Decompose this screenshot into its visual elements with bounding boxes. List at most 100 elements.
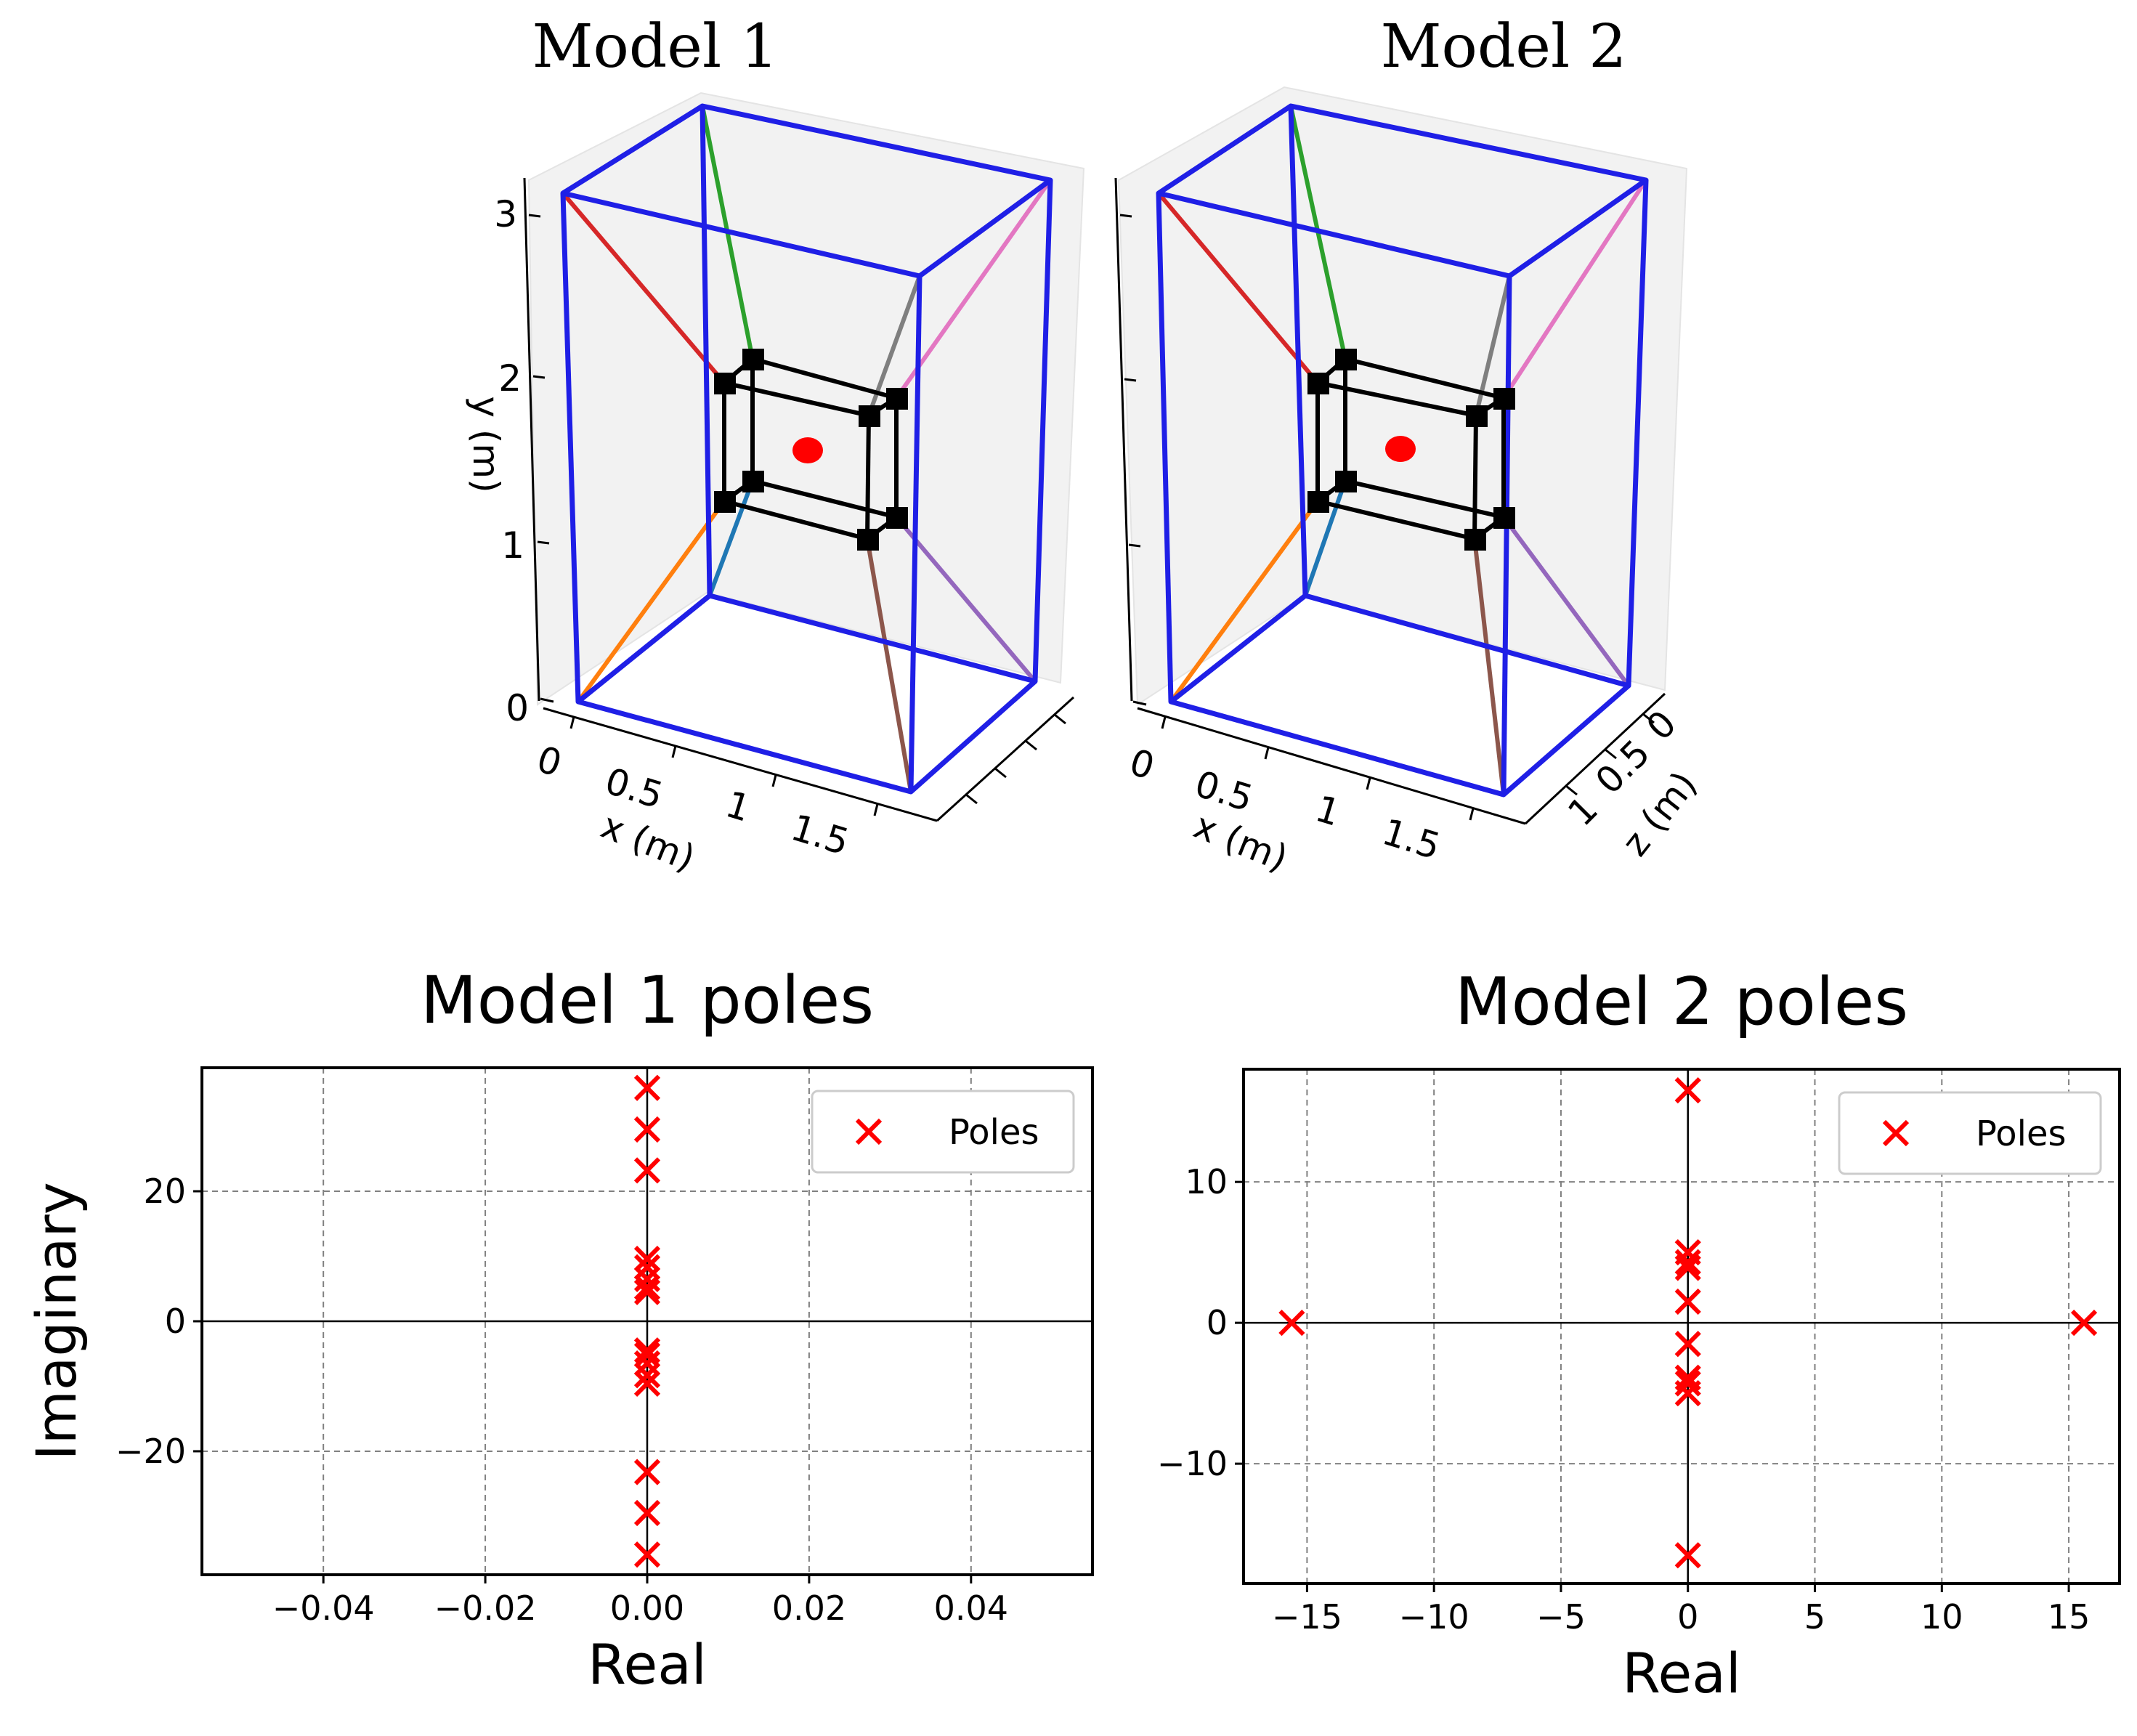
model1-pole-marker — [633, 1342, 661, 1368]
model1-z-axis-line — [936, 696, 1075, 822]
model1-plot-frame — [200, 1066, 1094, 1576]
model2-pole-marker — [1674, 1076, 1701, 1104]
model1-x-tick-label: 0.04 — [934, 1589, 1008, 1628]
model2-x-tick-label: 10 — [1921, 1597, 1963, 1636]
model2-x-axis-line — [1137, 707, 1526, 825]
model2-back-pane — [1117, 86, 1688, 706]
model1-pole-marker — [633, 1541, 661, 1568]
model2-pole-marker-stroke — [1674, 1288, 1701, 1315]
model1-y-tick-label: 0 — [506, 687, 529, 729]
model2-center-point — [1385, 436, 1416, 462]
model2-y-tick-label: 10 — [1185, 1162, 1228, 1201]
model1-x-axis-line — [543, 707, 938, 822]
model1-inner-box-nodes — [714, 349, 908, 551]
model2-pole-marker — [1674, 1249, 1701, 1275]
model2-pole-marker — [1674, 1370, 1701, 1397]
model1-pole-marker — [633, 1362, 661, 1389]
model2-pole-marker — [1674, 1331, 1701, 1358]
model1-x-axis-label: Real — [588, 1632, 707, 1697]
model2-3d-plot: 0 0.5 1 1.5 x (m) 0 0.5 1 z (m) — [1114, 12, 1705, 880]
model2-pole-marker — [1278, 1310, 1305, 1337]
model1-pole-marker-stroke — [633, 1370, 661, 1398]
model2-poles-title: Model 2 poles — [1455, 964, 1908, 1040]
model2-inner-box — [1315, 357, 1506, 541]
model1-back-pane — [527, 92, 1085, 706]
model2-pole-marker-stroke — [1674, 1076, 1701, 1104]
model2-y-ticks — [1119, 214, 1147, 706]
model2-y-axis-line — [1114, 177, 1133, 702]
model1-pole-marker — [633, 1116, 661, 1143]
model1-pole-marker — [633, 1499, 661, 1527]
model1-y-tick-label: −20 — [115, 1432, 186, 1471]
model2-z-axis-line — [1524, 692, 1666, 825]
model1-title: Model 1 — [532, 12, 779, 81]
model2-z-tick-label: 0 — [1638, 702, 1684, 749]
model1-x-tick-label: −0.04 — [272, 1589, 375, 1628]
model2-pole-marker-stroke — [1674, 1542, 1701, 1569]
model2-x-tick-label: −5 — [1536, 1597, 1586, 1636]
model1-pole-marker — [633, 1074, 661, 1101]
model1-legend-marker — [855, 1118, 883, 1145]
model1-x-tick-label: 1.5 — [786, 806, 853, 864]
model1-pole-marker-stroke — [633, 1459, 661, 1485]
model1-x-tick-label: 0 — [532, 738, 566, 785]
model1-pole-marker-stroke — [633, 1337, 661, 1364]
model1-pole-marker-stroke — [633, 1074, 661, 1101]
model1-y-axis-label: Imaginary — [24, 1182, 89, 1460]
model2-legend-box — [1838, 1091, 2102, 1175]
model1-pole-marker — [633, 1370, 661, 1398]
model2-legend-label: Poles — [1976, 1114, 2066, 1154]
model1-legend-box — [811, 1090, 1075, 1174]
model1-y-ticks — [528, 214, 554, 703]
model1-pole-marker — [633, 1459, 661, 1485]
model1-y-tick-label: 3 — [494, 193, 517, 235]
model1-x-tick-label: 1 — [721, 783, 755, 830]
model1-x-ticks — [569, 716, 879, 816]
model1-pole-marker — [633, 1337, 661, 1364]
model2-cables — [1156, 105, 1648, 795]
model2-x-axis-label: Real — [1622, 1641, 1741, 1705]
model1-pole-marker — [633, 1245, 661, 1273]
model1-pole-marker — [633, 1254, 661, 1281]
model2-x-tick-label: 0 — [1677, 1597, 1698, 1636]
model1-y-tick-label: 2 — [498, 357, 522, 399]
model1-x-axis-label: x (m) — [596, 804, 701, 880]
model2-z-ticks — [1565, 713, 1655, 796]
model1-pole-marker — [633, 1274, 661, 1301]
model2-pole-marker-stroke — [1674, 1380, 1701, 1407]
model2-x-tick-label: 5 — [1804, 1597, 1825, 1636]
model2-pole-marker — [2070, 1310, 2098, 1337]
model1-pole-marker-stroke — [633, 1541, 661, 1568]
model1-z-ticks — [965, 713, 1066, 805]
model2-pole-marker-stroke — [1674, 1331, 1701, 1358]
model2-x-ticks — [1161, 716, 1475, 821]
model1-poles-title: Model 1 poles — [421, 962, 874, 1039]
model2-plot-frame — [1242, 1068, 2121, 1585]
model2-title: Model 2 — [1381, 12, 1627, 81]
model2-x-tick-label: 1 — [1310, 787, 1345, 835]
model1-y-tick-label: 20 — [143, 1172, 186, 1211]
model2-inner-box-nodes — [1307, 349, 1515, 551]
model2-pole-marker-stroke — [1674, 1370, 1701, 1397]
model1-y-axis-line — [523, 177, 540, 702]
model2-pole-marker-stroke — [2070, 1310, 2098, 1337]
model1-x-tick-label: 0.00 — [610, 1589, 684, 1628]
model1-pole-marker — [633, 1157, 661, 1184]
model1-y-tick-label: 0 — [165, 1302, 186, 1341]
model2-x-tick-label: 15 — [2048, 1597, 2091, 1636]
model2-pole-marker — [1674, 1542, 1701, 1569]
model2-pole-marker — [1674, 1254, 1701, 1281]
model1-y-axis-label: y (m) — [465, 396, 507, 492]
model2-y-tick-label: −10 — [1157, 1444, 1228, 1483]
model2-pole-marker-stroke — [1278, 1310, 1305, 1337]
model2-x-tick-label: −15 — [1272, 1597, 1342, 1636]
model1-pole-marker-stroke — [633, 1157, 661, 1184]
model1-center-point — [792, 437, 823, 463]
model1-y-tick-label: 1 — [501, 524, 524, 567]
model1-pole-marker-stroke — [633, 1245, 661, 1273]
model2-x-tick-label: −10 — [1399, 1597, 1469, 1636]
model1-3d-plot: 3 2 1 0 y (m) 0 0.5 1 1.5 x (m) — [465, 12, 1085, 880]
model1-pole-marker-stroke — [633, 1254, 661, 1281]
